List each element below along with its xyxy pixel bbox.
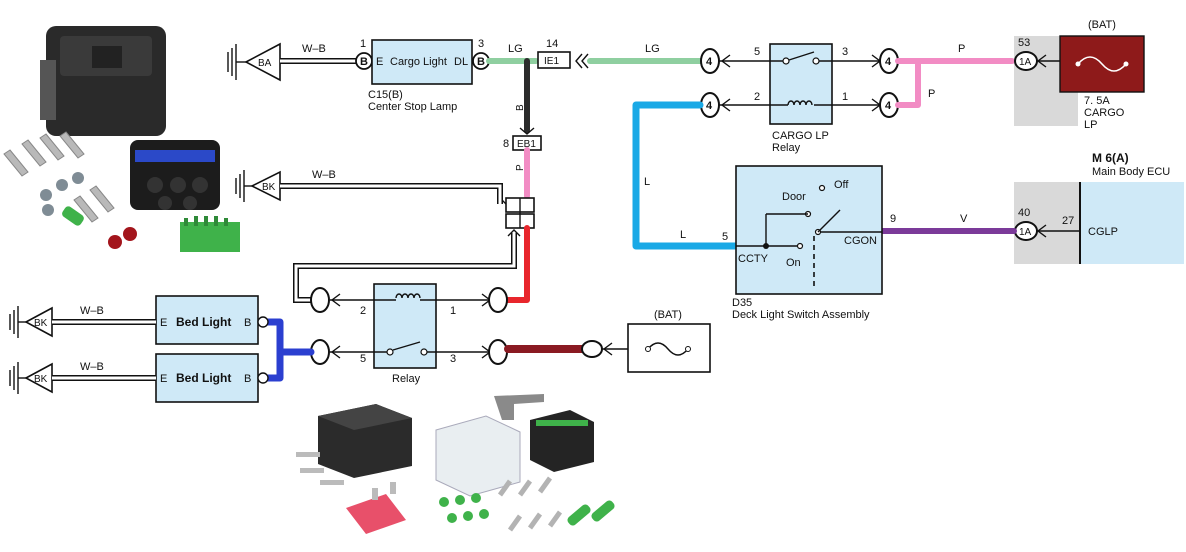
wire-p-top: P <box>958 43 965 55</box>
relay-pin5: 5 <box>360 353 366 365</box>
deck-cgon: CGON <box>844 235 877 247</box>
bed1-pin-b: B <box>244 317 251 329</box>
ecu-conn-pin: 40 <box>1018 207 1030 219</box>
fuse-cargo-conn: 1A <box>1019 57 1032 68</box>
deck-ccty: CCTY <box>738 253 769 265</box>
fuse-cargo-pin: 53 <box>1018 37 1030 49</box>
connector-eb1: EB1 8 <box>503 127 542 151</box>
ecu-name: Main Body ECU <box>1092 166 1170 178</box>
ie1-pin: 14 <box>546 38 558 50</box>
ground-ba: BA <box>227 42 281 82</box>
ecu-conn: 1A <box>1019 227 1032 238</box>
ground-bk3-label: BK <box>34 374 48 385</box>
cargo-light-label: Cargo Light <box>390 56 447 68</box>
ecu-pin: 27 <box>1062 215 1074 227</box>
main-body-ecu: M 6(A) Main Body ECU CGLP 27 1A 40 <box>1014 151 1184 264</box>
fuse-cargo-bat: (BAT) <box>1088 19 1116 31</box>
deck-door: Door <box>782 191 806 203</box>
svg-text:4: 4 <box>885 56 892 68</box>
fuse-cargo-name1: CARGO <box>1084 107 1125 119</box>
wire-wb-bed1: W–B <box>80 305 104 317</box>
bed1-pin-e: E <box>160 317 167 329</box>
relay-pin1: 1 <box>450 305 456 317</box>
cargo-pin1: 1 <box>360 38 366 50</box>
fuse-bed-bat: (BAT) <box>654 309 682 321</box>
wire-wb-bed2: W–B <box>80 361 104 373</box>
wire-p-vert: P <box>515 164 526 171</box>
fuse-bed-conn-oval <box>581 340 603 358</box>
relay-conn-oval-4 <box>488 339 508 365</box>
cargo-conn-b2: B <box>477 56 485 68</box>
cargo-conn-b1: B <box>360 56 368 68</box>
wire-l-vert: L <box>644 176 650 188</box>
cargo-relay-name2: Relay <box>772 142 801 154</box>
deck-light-switch: Door Off CCTY CGON On 5 9 D35 Deck Light… <box>722 165 896 321</box>
wire-p-side: P <box>928 88 935 100</box>
relay-pin2: 2 <box>360 305 366 317</box>
deck-code: D35 <box>732 297 752 309</box>
ground-bk1-label: BK <box>262 182 276 193</box>
fuse-cargo-rating: 7. 5A <box>1084 95 1110 107</box>
junction-connector <box>501 197 535 237</box>
wire-lg-left: LG <box>508 43 523 55</box>
relay: 2 1 5 3 Relay <box>360 283 456 385</box>
bed2-label: Bed Light <box>176 371 231 385</box>
svg-text:4: 4 <box>706 56 713 68</box>
svg-text:4: 4 <box>885 100 892 112</box>
deck-pin9: 9 <box>890 213 896 225</box>
cargo-pin-dl: DL <box>454 56 468 68</box>
cargo-relay-name1: CARGO LP <box>772 130 829 142</box>
cargo-light: B E Cargo Light DL B 1 3 C15(B) Center S… <box>355 38 490 113</box>
cargo-lp-relay: 5 3 2 1 CARGO LP Relay <box>754 43 848 154</box>
ground-ba-label: BA <box>258 58 272 69</box>
ground-bk-1: BK <box>235 170 281 202</box>
relay-kit-photo <box>296 394 615 534</box>
bed-light-1: E Bed Light B <box>155 295 269 345</box>
bed1-label: Bed Light <box>176 315 231 329</box>
connector-ie1: IE1 14 <box>537 38 589 69</box>
ground-bk2-label: BK <box>34 318 48 329</box>
ecu-terminal: CGLP <box>1088 226 1118 238</box>
wire-wb-top: W–B <box>302 43 326 55</box>
deck-pin5: 5 <box>722 231 728 243</box>
wire-v: V <box>960 213 968 225</box>
eb1-label: EB1 <box>517 139 536 150</box>
deck-off: Off <box>834 179 849 191</box>
cargo-relay-pin5: 5 <box>754 46 760 58</box>
cargo-code: C15(B) <box>368 89 403 101</box>
connector-4-b: 4 <box>700 92 720 118</box>
deck-on: On <box>786 257 801 269</box>
fuse-cargo-lp: (BAT) 7. 5A CARGO LP 1A 53 <box>1014 19 1145 131</box>
connector-kit-photo <box>3 26 240 252</box>
wire-lg-right: LG <box>645 43 660 55</box>
svg-text:4: 4 <box>706 100 713 112</box>
cargo-relay-pin2: 2 <box>754 91 760 103</box>
cargo-relay-pin3: 3 <box>842 46 848 58</box>
relay-conn-oval-2 <box>488 287 508 313</box>
cargo-pin-e: E <box>376 56 383 68</box>
bed-light-2: E Bed Light B <box>155 353 269 403</box>
connector-4-a: 4 <box>700 48 720 74</box>
bed2-pin-b: B <box>244 373 251 385</box>
cargo-name: Center Stop Lamp <box>368 101 457 113</box>
wire-l-horiz: L <box>680 229 686 241</box>
wire-wb-mid: W–B <box>312 169 336 181</box>
ie1-label: IE1 <box>544 56 559 67</box>
ecu-code: M 6(A) <box>1092 151 1129 165</box>
ground-bk-2: BK <box>9 306 53 338</box>
ground-bk-3: BK <box>9 362 53 394</box>
relay-name: Relay <box>392 373 421 385</box>
eb1-pin: 8 <box>503 138 509 150</box>
fuse-cargo-name2: LP <box>1084 119 1097 131</box>
relay-pin3: 3 <box>450 353 456 365</box>
deck-name: Deck Light Switch Assembly <box>732 309 870 321</box>
cargo-relay-pin1: 1 <box>842 91 848 103</box>
wire-b-vert: B <box>515 104 526 111</box>
relay-conn-oval-1 <box>310 287 330 313</box>
cargo-pin3: 3 <box>478 38 484 50</box>
fuse-bed: (BAT) <box>627 309 711 373</box>
bed2-pin-e: E <box>160 373 167 385</box>
